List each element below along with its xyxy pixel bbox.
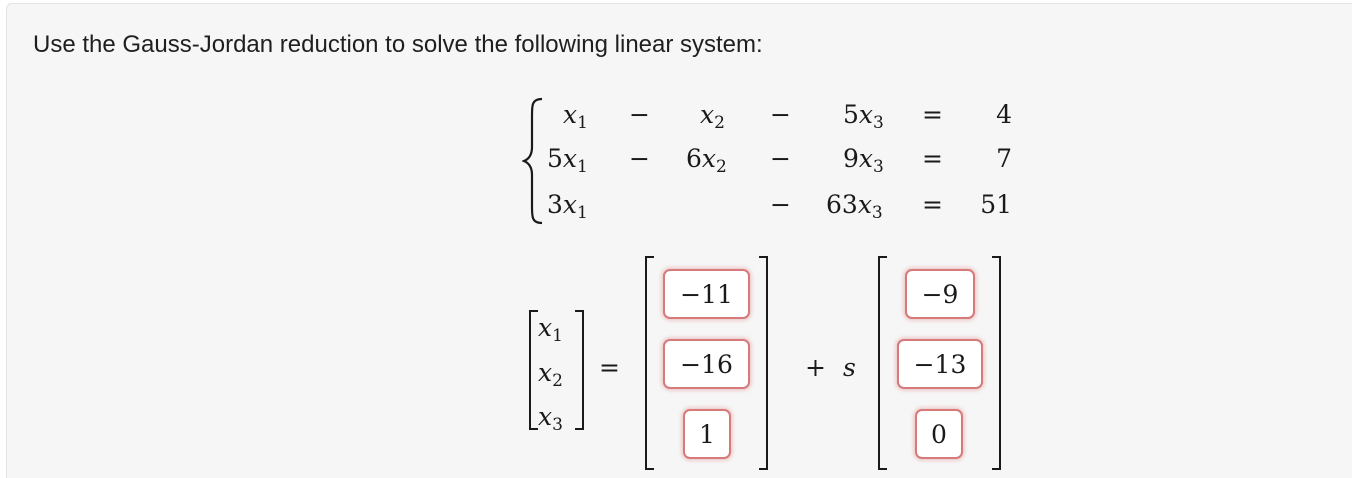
question-panel [6,3,1352,478]
row2-term-x2: 6x2 [686,144,727,177]
particular-input-3[interactable] [683,409,731,459]
row2-equals: = [922,144,943,173]
particular-vector-right-bracket [759,256,768,470]
curly-brace-icon [522,97,543,225]
particular-vector-left-bracket [645,256,654,470]
solution-equals: = [599,353,620,382]
var-x2: x2 [538,358,563,391]
direction-input-3[interactable] [915,409,963,459]
row1-rhs: 4 [996,100,1012,129]
var-vector-right-bracket [575,310,584,430]
particular-input-1[interactable] [663,269,750,319]
var-x3: x3 [538,402,563,435]
row3-term-x3: 63x3 [826,190,883,223]
row3-term-x1: 3x1 [547,190,588,223]
row1-minus-2: − [770,100,791,129]
plus-sign: + [805,353,826,382]
row1-term-x3: 5x3 [843,100,884,133]
question-prompt: Use the Gauss-Jordan reduction to solve … [33,31,763,58]
particular-input-2[interactable] [663,339,750,389]
direction-input-1[interactable] [905,269,975,319]
row1-minus-1: − [629,100,650,129]
row2-term-x3: 9x3 [843,144,884,177]
row2-rhs: 7 [996,144,1012,173]
row2-term-x1: 5x1 [547,144,588,177]
row2-minus-1: − [629,144,650,173]
row2-minus-2: − [770,144,791,173]
row1-equals: = [922,100,943,129]
var-x1: x1 [538,313,563,346]
row3-minus: − [770,190,791,219]
var-vector-left-bracket [529,310,538,430]
row1-term-x2: x2 [700,100,725,133]
row3-equals: = [922,190,943,219]
row3-rhs: 51 [980,190,1012,219]
direction-vector-right-bracket [992,256,1001,470]
direction-vector-left-bracket [878,256,887,470]
direction-input-2[interactable] [897,339,983,389]
row1-term-x1: x1 [563,100,588,133]
parameter-s: s [843,353,856,382]
